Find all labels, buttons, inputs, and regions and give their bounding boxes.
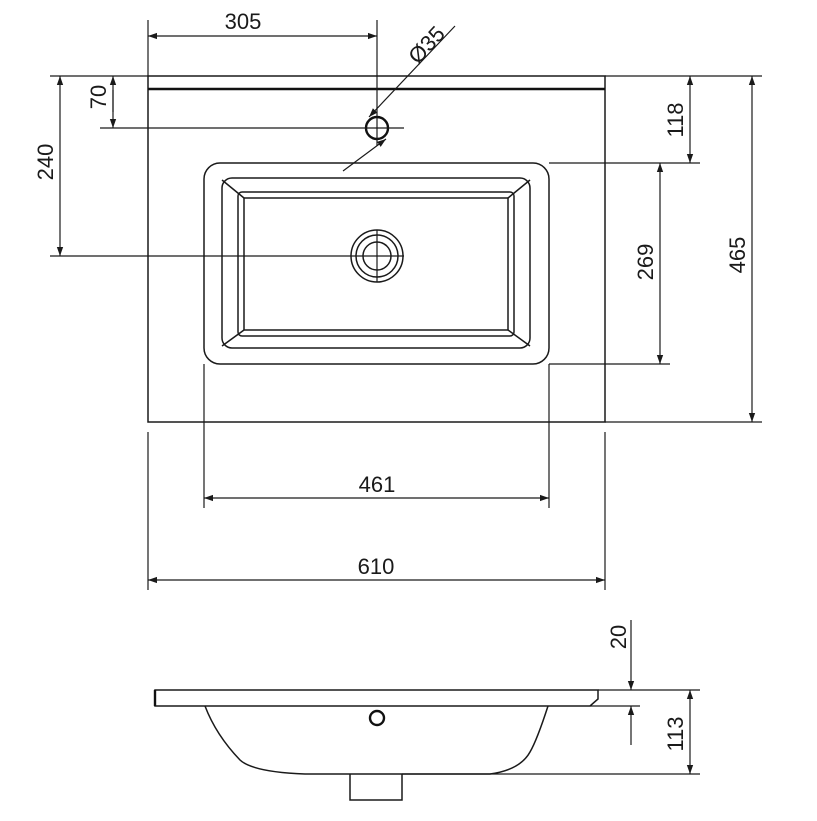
basin-corner-line bbox=[221, 329, 245, 347]
dim-label-269: 269 bbox=[633, 244, 658, 281]
dim-label-118: 118 bbox=[663, 102, 688, 137]
basin-floor bbox=[243, 197, 509, 331]
side-view: 20 113 bbox=[153, 620, 700, 801]
dim-label-diameter: Ø35 bbox=[403, 21, 450, 68]
side-countertop bbox=[154, 689, 599, 707]
basin-outer-rim bbox=[203, 162, 550, 365]
dim-label-113: 113 bbox=[663, 716, 688, 751]
dim-label-305: 305 bbox=[225, 9, 262, 34]
side-drain-pipe bbox=[349, 774, 403, 801]
side-bowl bbox=[204, 705, 549, 775]
basin-corner-line bbox=[507, 179, 531, 199]
basin-bottom bbox=[237, 191, 515, 337]
dim-label-461: 461 bbox=[359, 472, 396, 497]
dim-line-diameter bbox=[368, 25, 456, 118]
dim-label-240: 240 bbox=[33, 144, 58, 181]
dim-label-610: 610 bbox=[358, 554, 395, 579]
dim-label-465: 465 bbox=[725, 237, 750, 274]
basin-corner-line bbox=[221, 179, 245, 199]
basin-corner-line bbox=[507, 329, 531, 347]
dim-label-70: 70 bbox=[86, 85, 111, 109]
basin-inner-rim bbox=[221, 177, 531, 349]
dim-line-diameter-tail bbox=[342, 138, 387, 172]
dim-label-20: 20 bbox=[606, 625, 631, 649]
side-overflow-hole bbox=[368, 709, 386, 727]
top-view: 305 Ø35 70 240 118 269 465 461 610 bbox=[33, 9, 762, 590]
